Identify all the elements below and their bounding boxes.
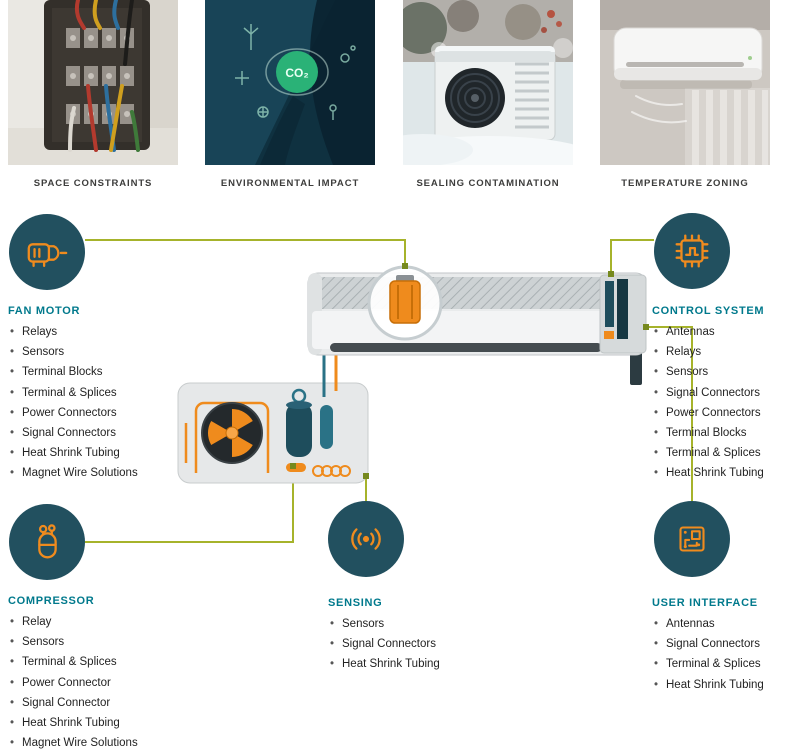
list-item: Sensors (328, 617, 486, 632)
list-item: Heat Shrink Tubing (652, 678, 786, 693)
list-item: Signal Connectors (8, 426, 180, 441)
fan-motor-panel: FAN MOTOR RelaysSensorsTerminal BlocksTe… (8, 305, 180, 486)
list-item: Terminal & Splices (652, 446, 786, 461)
compressor-node (9, 504, 85, 580)
list-item: Terminal Blocks (652, 426, 786, 441)
user-interface-node (654, 501, 730, 577)
list-item: Power Connectors (652, 406, 786, 421)
fan-motor-node (9, 214, 85, 290)
sensing-list: SensorsSignal ConnectorsHeat Shrink Tubi… (328, 617, 486, 673)
list-item: Signal Connector (8, 696, 184, 711)
control-system-list: AntennasRelaysSensorsSignal ConnectorsPo… (652, 325, 786, 482)
list-item: Signal Connectors (652, 637, 786, 652)
outdoor-fan-blades (207, 409, 253, 457)
list-item: Magnet Wire Solutions (8, 736, 184, 751)
list-item: Heat Shrink Tubing (328, 657, 486, 672)
co2-label: CO₂ (285, 66, 308, 80)
compressor-panel: COMPRESSOR RelaySensorsTerminal & Splice… (8, 595, 184, 756)
control-system-chip-icon (669, 228, 715, 274)
fan-motor-list: RelaysSensorsTerminal BlocksTerminal & S… (8, 325, 180, 482)
control-system-panel: CONTROL SYSTEM AntennasRelaysSensorsSign… (652, 305, 786, 486)
list-item: Heat Shrink Tubing (8, 446, 180, 461)
photo-space-constraints: SPACE CONSTRAINTS (8, 0, 178, 190)
user-interface-panel: USER INTERFACE AntennasSignal Connectors… (652, 597, 786, 698)
diagram-art (85, 239, 693, 543)
list-item: Magnet Wire Solutions (8, 466, 180, 481)
fan-motor-title: FAN MOTOR (8, 305, 81, 317)
list-item: Antennas (652, 617, 786, 632)
list-item: Sensors (8, 635, 184, 650)
photo-environmental-impact: CO₂ ENVIRONMENTAL IMPACT (205, 0, 375, 190)
photo-caption: SPACE CONSTRAINTS (33, 178, 153, 189)
user-interface-list: AntennasSignal ConnectorsTerminal & Spli… (652, 617, 786, 693)
sensing-panel: SENSING SensorsSignal ConnectorsHeat Shr… (328, 597, 486, 678)
fan-motor-icon (24, 229, 70, 275)
sensing-title: SENSING (328, 597, 383, 609)
list-item: Relays (652, 345, 786, 360)
compressor-tank-icon (24, 519, 70, 565)
list-item: Terminal & Splices (8, 386, 180, 401)
user-interface-board-icon (669, 516, 715, 562)
list-item: Signal Connectors (328, 637, 486, 652)
list-item: Sensors (652, 365, 786, 380)
compressor-list: RelaySensorsTerminal & SplicesPower Conn… (8, 615, 184, 751)
space-constraints-image (8, 0, 178, 165)
photo-caption: TEMPERATURE ZONING (621, 178, 749, 189)
hvac-infographic: SPACE CONSTRAINTS CO₂ ENVIRONM (0, 0, 786, 738)
magnifier-circle (367, 265, 443, 341)
list-item: Antennas (652, 325, 786, 340)
system-diagram: FAN MOTOR RelaysSensorsTerminal BlocksTe… (0, 205, 786, 751)
list-item: Sensors (8, 345, 180, 360)
user-interface-title: USER INTERFACE (652, 597, 758, 609)
temperature-zoning-image (600, 0, 770, 165)
photo-caption: SEALING CONTAMINATION (416, 178, 560, 189)
list-item: Heat Shrink Tubing (652, 466, 786, 481)
photo-caption: ENVIRONMENTAL IMPACT (220, 178, 360, 189)
indoor-unit-illustration (307, 272, 647, 397)
connector-endpoints (290, 263, 649, 479)
list-item: Terminal Blocks (8, 365, 180, 380)
outdoor-unit-illustration (177, 382, 369, 484)
photo-temperature-zoning: TEMPERATURE ZONING (600, 0, 770, 190)
list-item: Relays (8, 325, 180, 340)
list-item: Power Connector (8, 676, 184, 691)
list-item: Relay (8, 615, 184, 630)
sealing-contamination-image (403, 0, 573, 165)
environmental-impact-image: CO₂ (205, 0, 375, 165)
list-item: Terminal & Splices (652, 657, 786, 672)
control-system-title: CONTROL SYSTEM (652, 305, 765, 317)
control-system-node (654, 213, 730, 289)
sensing-node (328, 501, 404, 577)
list-item: Heat Shrink Tubing (8, 716, 184, 731)
sensing-waves-icon (343, 516, 389, 562)
list-item: Power Connectors (8, 406, 180, 421)
compressor-title: COMPRESSOR (8, 595, 95, 607)
list-item: Signal Connectors (652, 386, 786, 401)
list-item: Terminal & Splices (8, 655, 184, 670)
photo-sealing-contamination: SEALING CONTAMINATION (403, 0, 573, 190)
